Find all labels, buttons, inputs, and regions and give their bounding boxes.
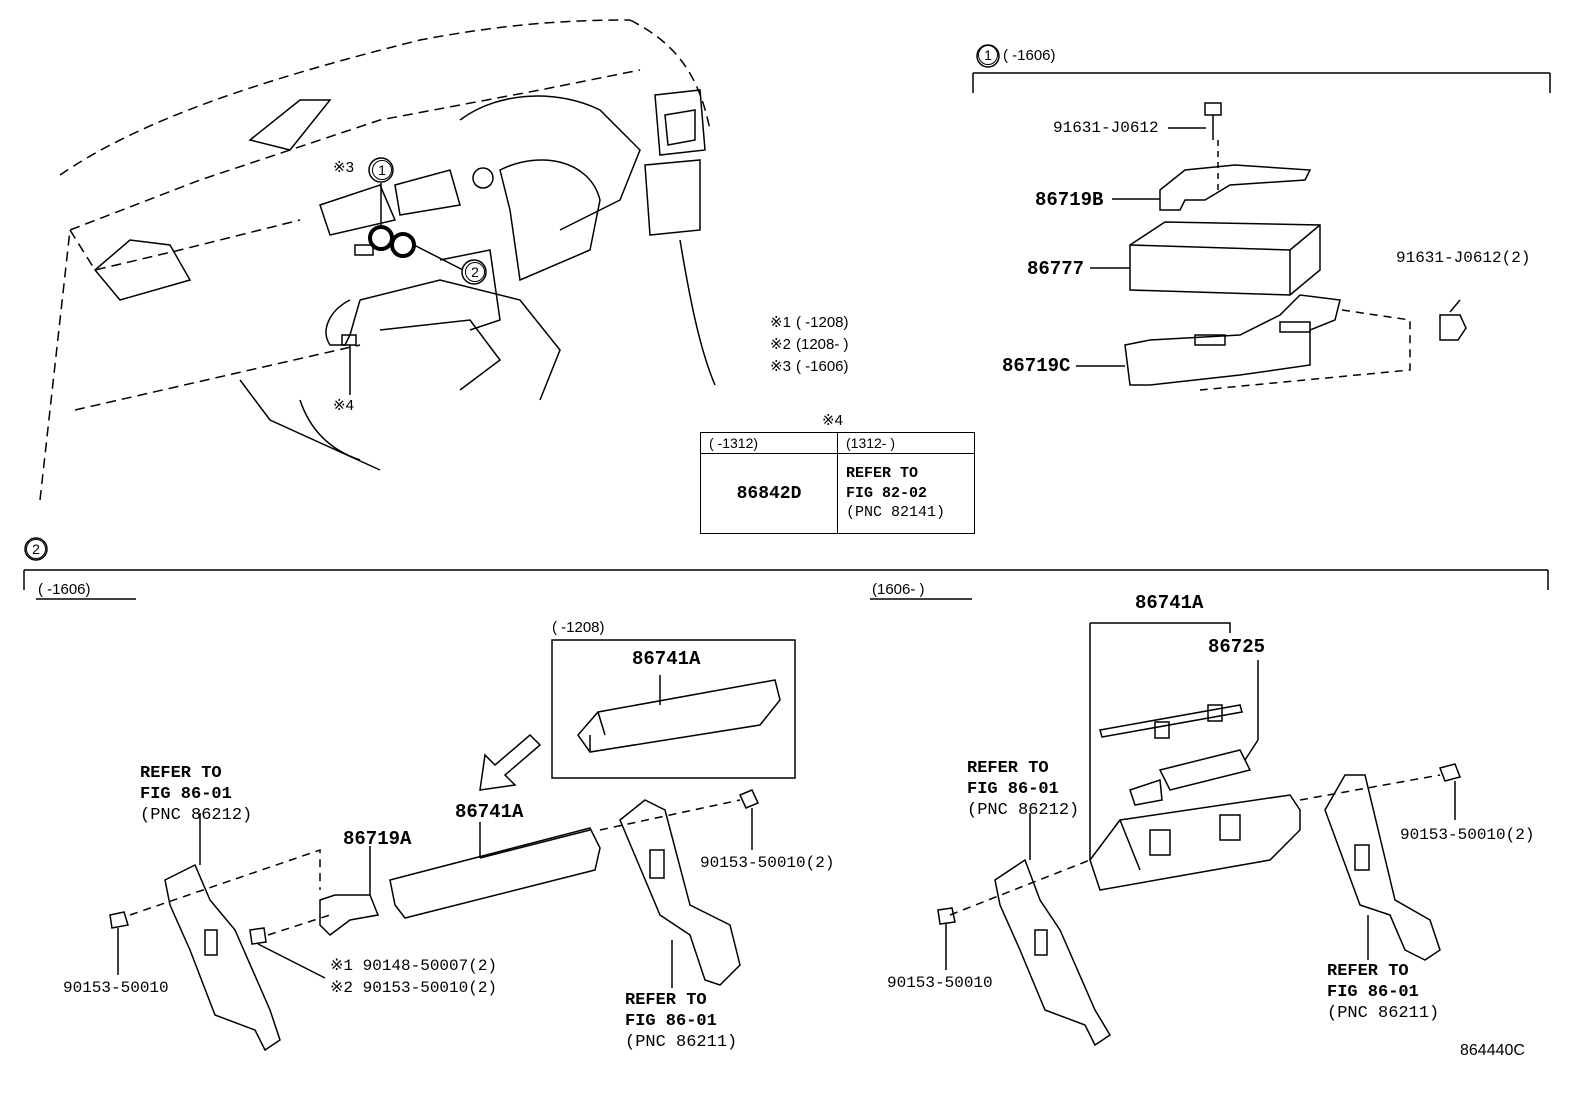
part-86719A: 86719A — [343, 828, 412, 850]
section2-bracket-line — [23, 537, 1549, 600]
right-refer-86211: REFER TO FIG 86-01 (PNC 86211) — [1327, 963, 1439, 1022]
left-refer-86211-line2: FIG 86-01 — [625, 1012, 717, 1031]
inset-box — [551, 639, 796, 779]
overview-note-3: ※3 — [333, 159, 354, 176]
overview-callout-markers — [349, 157, 487, 395]
right-screw-right: 90153-50010(2) — [1400, 826, 1535, 844]
right-screw-left: 90153-50010 — [887, 974, 993, 992]
left-screw-right: 90153-50010(2) — [700, 854, 835, 872]
right-refer-86212-line2: FIG 86-01 — [967, 780, 1059, 799]
dashboard-illustration — [39, 19, 711, 501]
left-refer-86211: REFER TO FIG 86-01 (PNC 86211) — [625, 992, 737, 1051]
note4-table: ( -1312) (1312- ) 86842D REFER TO FIG 82… — [700, 432, 975, 534]
right-refer-86211-line2: FIG 86-01 — [1327, 983, 1419, 1002]
note4-refer-line2: FIG 82-02 — [846, 484, 928, 502]
left-refer-86212-line1: REFER TO — [140, 764, 222, 783]
note4-col1-header: ( -1312) — [700, 432, 838, 454]
section2-callout: 2 — [26, 539, 46, 559]
left-refer-86211-line3: (PNC 86211) — [625, 1033, 738, 1052]
note-mark-2: ※2 — [770, 336, 791, 353]
note-range-1: ( -1208) — [796, 314, 849, 331]
section1-bracket-line — [972, 44, 1551, 93]
section2-right-assembly — [937, 622, 1461, 1047]
part-86719B: 86719B — [1035, 189, 1104, 211]
note4-title: ※4 — [822, 412, 843, 429]
right-refer-86211-line1: REFER TO — [1327, 962, 1409, 981]
right-refer-86212-line3: (PNC 86212) — [967, 801, 1080, 820]
section1-assembly — [1076, 102, 1467, 391]
screw-note-2: ※2 90153-50010(2) — [330, 979, 498, 997]
left-refer-86212-line2: FIG 86-01 — [140, 785, 232, 804]
inset-range: ( -1208) — [552, 619, 605, 636]
part-91631-top: 91631-J0612 — [1053, 119, 1159, 137]
overview-callout-2: 2 — [465, 262, 485, 282]
screw-note-1: ※1 90148-50007(2) — [330, 957, 498, 975]
left-part-86741A: 86741A — [455, 801, 524, 823]
note4-refer-line3: (PNC 82141) — [846, 504, 946, 522]
right-refer-86212: REFER TO FIG 86-01 (PNC 86212) — [967, 760, 1079, 819]
section1-range: ( -1606) — [1003, 47, 1056, 64]
part-86725: 86725 — [1208, 636, 1266, 658]
section2-left-assembly — [109, 789, 760, 1052]
part-91631-right: 91631-J0612(2) — [1396, 249, 1531, 267]
overview-callout-1: 1 — [372, 160, 392, 180]
note-range-2: (1208- ) — [796, 336, 849, 353]
note4-col2-header: (1312- ) — [837, 432, 975, 454]
section1-callout: 1 — [978, 45, 998, 65]
part-86719C: 86719C — [1002, 355, 1071, 377]
note-mark-3: ※3 — [770, 358, 791, 375]
left-refer-86211-line1: REFER TO — [625, 991, 707, 1010]
right-refer-86211-line3: (PNC 86211) — [1327, 1004, 1440, 1023]
figure-id: 864440C — [1460, 1042, 1525, 1059]
note-range-3: ( -1606) — [796, 358, 849, 375]
note4-col2-cell: REFER TO FIG 82-02 (PNC 82141) — [837, 453, 975, 534]
part-86777: 86777 — [1027, 258, 1085, 280]
right-refer-86212-line1: REFER TO — [967, 759, 1049, 778]
inset-part-86741A: 86741A — [632, 648, 701, 670]
note4-col1-value: 86842D — [700, 453, 838, 534]
section2-left-range: ( -1606) — [38, 581, 91, 598]
dashboard-solid-lines — [93, 89, 716, 471]
note-mark-1: ※1 — [770, 314, 791, 331]
left-screw-left: 90153-50010 — [63, 979, 169, 997]
left-refer-86212: REFER TO FIG 86-01 (PNC 86212) — [140, 765, 252, 824]
section2-right-range: (1606- ) — [872, 581, 925, 598]
right-part-86741A: 86741A — [1135, 592, 1204, 614]
overview-note-4: ※4 — [333, 397, 354, 414]
note4-refer-line1: REFER TO — [846, 465, 919, 483]
view-arrow — [479, 733, 542, 791]
left-refer-86212-line3: (PNC 86212) — [140, 806, 253, 825]
